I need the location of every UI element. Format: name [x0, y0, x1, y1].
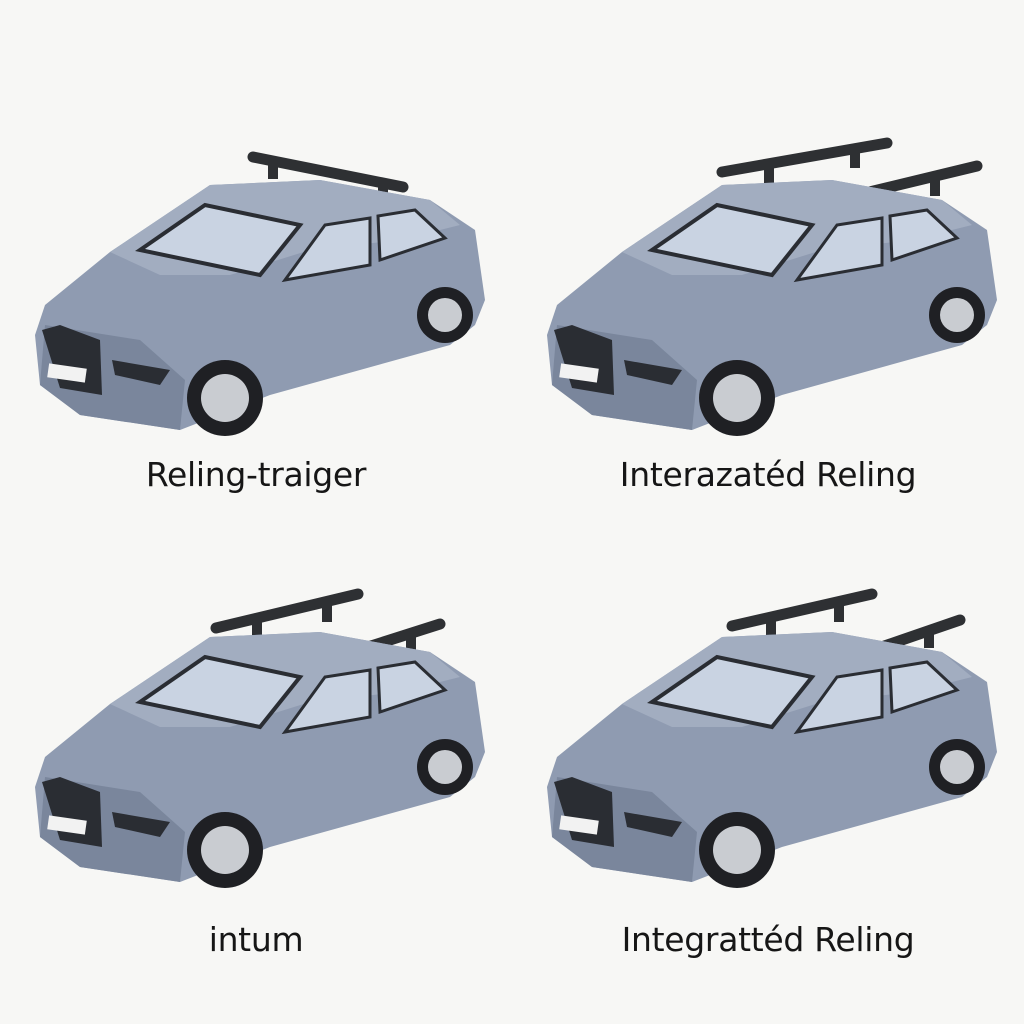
roof-rack-bar-1	[726, 588, 878, 636]
car-illustration	[35, 151, 485, 436]
car-illustration	[547, 588, 997, 888]
panel-bottom-left: intum	[0, 512, 512, 1024]
caption-interazated-reling: Interazatéd Reling	[619, 455, 917, 494]
panel-top-right: Interazatéd Reling	[512, 0, 1024, 512]
caption-intum: intum	[208, 920, 304, 959]
roof-rack-bar-1	[210, 588, 364, 638]
roof-rack-bar-1	[716, 137, 893, 183]
caption-integratted-reling: Integrattéd Reling	[621, 920, 915, 959]
car-body	[35, 632, 485, 888]
car-illustration	[547, 137, 997, 436]
car-illustration	[35, 588, 485, 888]
car-body	[35, 180, 485, 436]
caption-reling-traiger: Reling-traiger	[145, 455, 367, 494]
panel-top-left: Reling-traiger	[0, 0, 512, 512]
car-body	[547, 632, 997, 888]
panel-bottom-right: Integrattéd Reling	[512, 512, 1024, 1024]
car-body	[547, 180, 997, 436]
